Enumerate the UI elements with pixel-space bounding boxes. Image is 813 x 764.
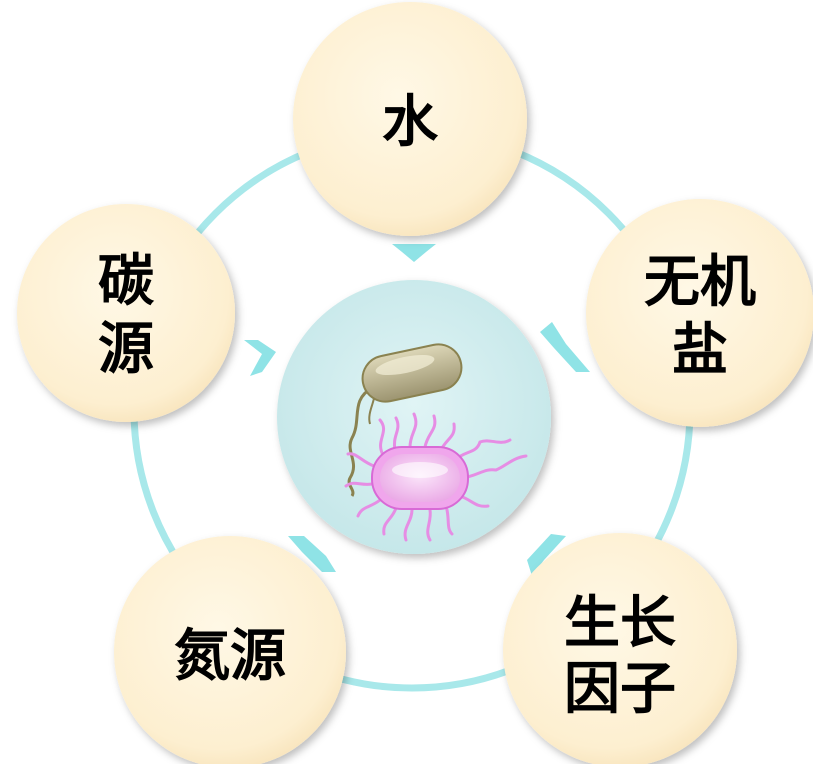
arrow-from-nitrogen-source <box>288 536 336 572</box>
node-inorganic-salt: 无机 盐 <box>586 199 813 427</box>
arrows <box>244 244 590 576</box>
node-label-line: 因子 <box>564 657 676 722</box>
node-nitrogen-source: 氮源 <box>114 536 346 764</box>
node-label-line: 无机 <box>644 250 756 315</box>
node-label-line: 碳 <box>98 249 155 314</box>
arrow-from-carbon-source <box>244 340 276 376</box>
node-growth-factor: 生长 因子 <box>503 533 737 764</box>
arrow-from-water <box>392 244 436 262</box>
node-label-line: 氮源 <box>174 624 286 689</box>
node-label-line: 生长 <box>564 591 676 656</box>
node-label-line: 源 <box>98 317 154 382</box>
node-water: 水 <box>293 2 527 236</box>
node-label-line: 盐 <box>672 318 728 383</box>
node-label-line: 水 <box>382 90 439 155</box>
bacteria-illustration <box>344 343 528 542</box>
arrow-from-growth-factor <box>527 534 566 576</box>
node-carbon-source: 碳 源 <box>17 204 235 422</box>
arrow-from-inorganic-salt <box>540 322 590 372</box>
